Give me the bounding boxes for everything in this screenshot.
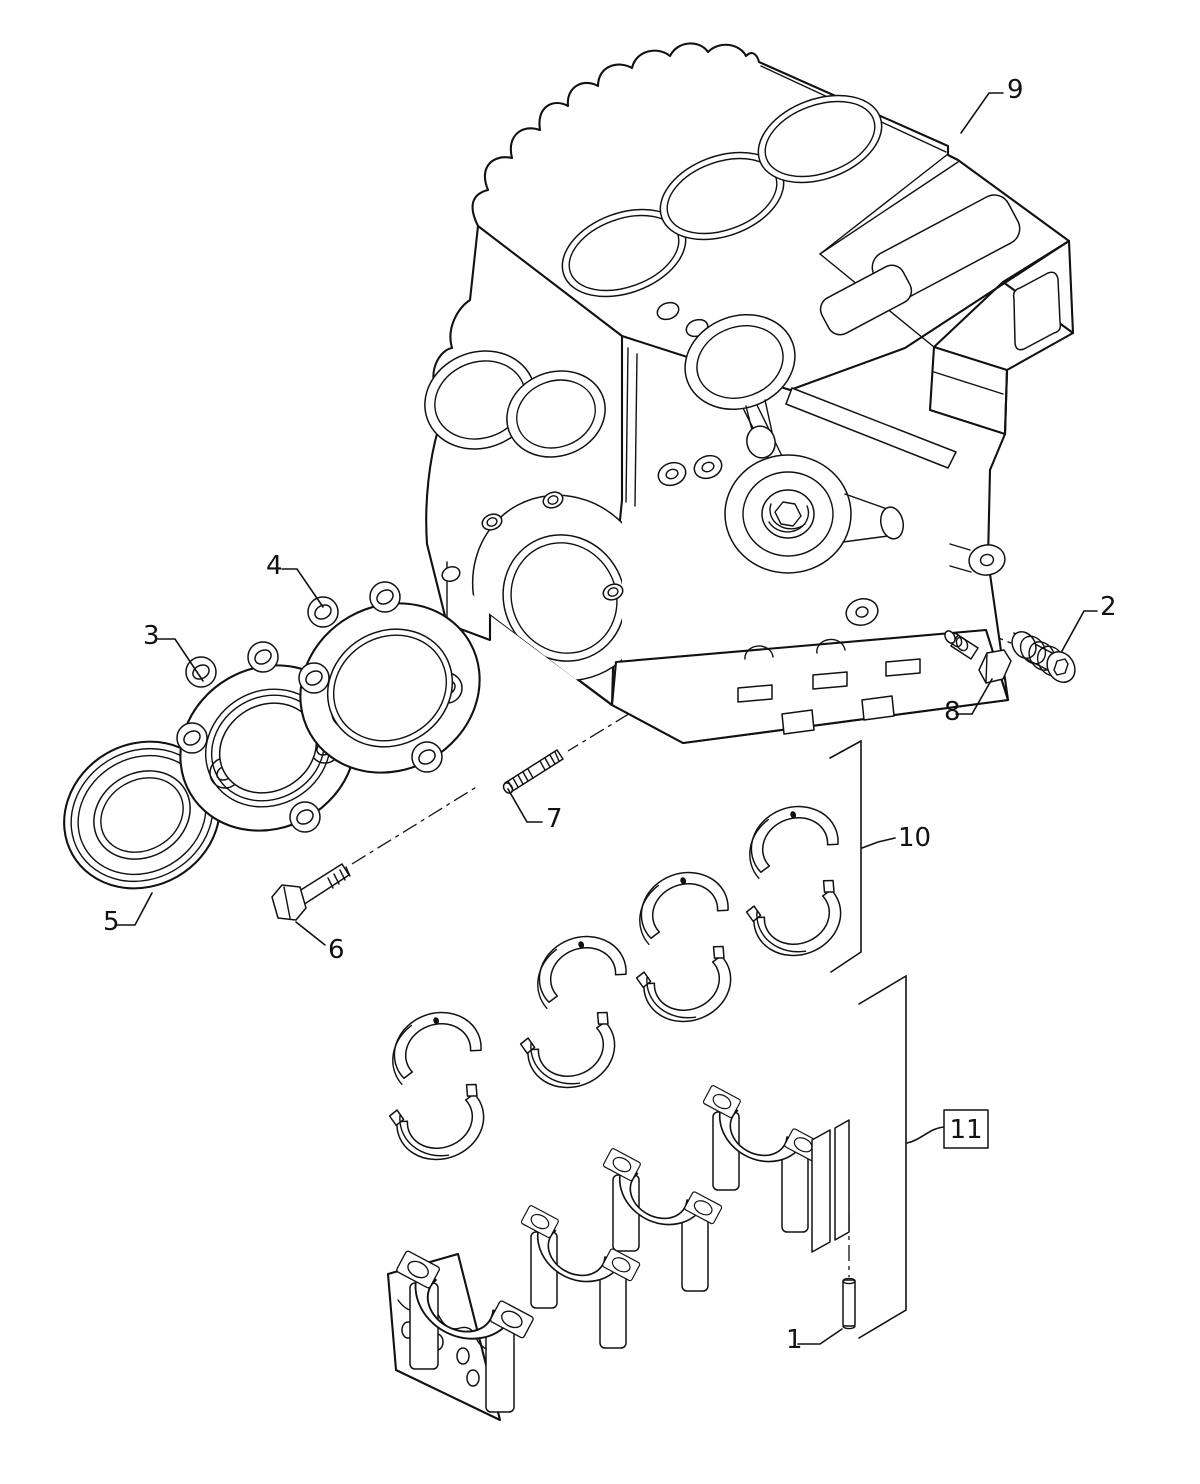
cap-side-rail [834,1119,850,1241]
deck-step-line [819,153,949,255]
bearing-cap-rear [380,1249,535,1422]
oil-pan-rail [610,628,1010,745]
dowel-pin-part1 [842,1277,856,1330]
leader-9 [960,92,1004,134]
leader-7 [507,788,543,823]
idler-bore [506,370,606,458]
leader-8 [955,678,993,715]
leader-2 [1061,610,1098,652]
callout-10: 10 [898,823,931,853]
crankshaft-seal-part5 [63,740,221,890]
hex-bolt-part6 [271,863,351,921]
seal-flange [471,494,653,682]
deck-bolt-hole [656,301,680,321]
callout-1: 1 [786,1325,803,1355]
group-brackets [829,739,907,1339]
centerline-bolt6-axis [351,785,479,865]
leader-4 [281,568,324,608]
socket-plug-part2 [1011,631,1076,683]
timing-face [424,334,668,707]
callout-6: 6 [328,935,345,965]
rod-end [746,425,776,459]
engine-block [424,42,1075,745]
leader-3 [157,638,204,682]
boss [845,598,879,626]
boss [657,461,687,487]
deck-front-edge [476,224,1071,392]
leader-5 [116,892,153,926]
cylinder-bores [561,94,883,298]
callout-9: 9 [1007,75,1024,105]
bearing-cap [589,1147,724,1292]
hex-bolt-part8 [944,630,1012,684]
crank-nose [724,454,852,574]
callout-11-box [943,1109,989,1149]
centerline-stud-axis [567,697,656,752]
callouts: 1 2 3 4 5 6 7 8 9 10 11 [103,75,1117,1355]
bearing-cap [507,1204,642,1349]
callout-2: 2 [1100,592,1117,622]
liner-ring [684,313,796,411]
journal-end [879,506,905,540]
leader-6 [295,921,326,946]
callout-11: 11 [949,1115,982,1145]
callout-7: 7 [546,804,563,834]
shelf-pocket [819,264,913,336]
boss [693,454,723,480]
housing-gasket-part4 [298,581,481,774]
callout-5: 5 [103,907,120,937]
callout-8: 8 [944,697,961,727]
leader-11 [906,1126,947,1144]
side-window [1012,271,1062,351]
main-bearing-shells-part10 [379,793,855,1173]
side-boss-disk [949,543,1006,576]
bearing-cap [689,1084,850,1253]
foot-hole [441,565,461,583]
crankcase-interior [625,313,1006,626]
callout-3: 3 [143,621,160,651]
main-bearing-caps-part11 [380,1084,850,1422]
callout-4: 4 [266,551,283,581]
bed-rail [785,387,957,469]
leader-10 [861,837,896,849]
stud-part7 [502,749,564,794]
side-mount-box [819,194,1075,436]
cap-side-rail [811,1129,831,1253]
bracket-part10 [829,739,862,973]
bracket-part11 [858,974,907,1339]
shelf-edge-line [819,161,959,255]
leader-1 [797,1328,843,1345]
